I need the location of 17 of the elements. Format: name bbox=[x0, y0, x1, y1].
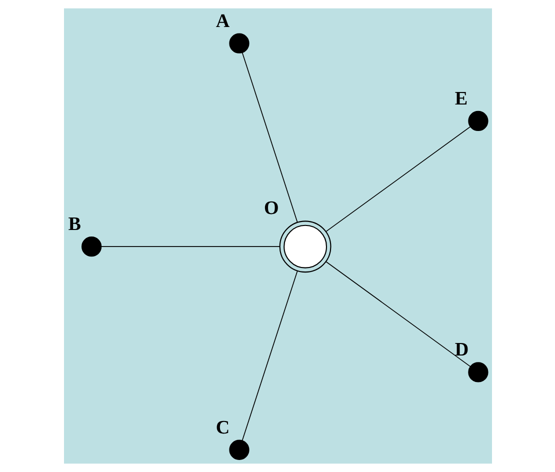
node-label: E bbox=[454, 88, 468, 110]
node-circle bbox=[278, 220, 331, 273]
connector bbox=[241, 52, 298, 223]
node-label: A bbox=[215, 10, 230, 32]
connector bbox=[325, 261, 470, 367]
node-label: D bbox=[454, 340, 468, 361]
connector bbox=[325, 126, 470, 232]
node-circle bbox=[228, 440, 249, 460]
node-label: O bbox=[263, 198, 278, 220]
node-circle bbox=[468, 362, 488, 382]
node-label: B bbox=[68, 214, 80, 236]
node-circle bbox=[468, 110, 488, 132]
connector bbox=[241, 270, 298, 442]
connector bbox=[100, 246, 280, 248]
node-circle bbox=[81, 236, 102, 257]
node-label: C bbox=[215, 417, 230, 438]
node-circle bbox=[228, 33, 249, 54]
